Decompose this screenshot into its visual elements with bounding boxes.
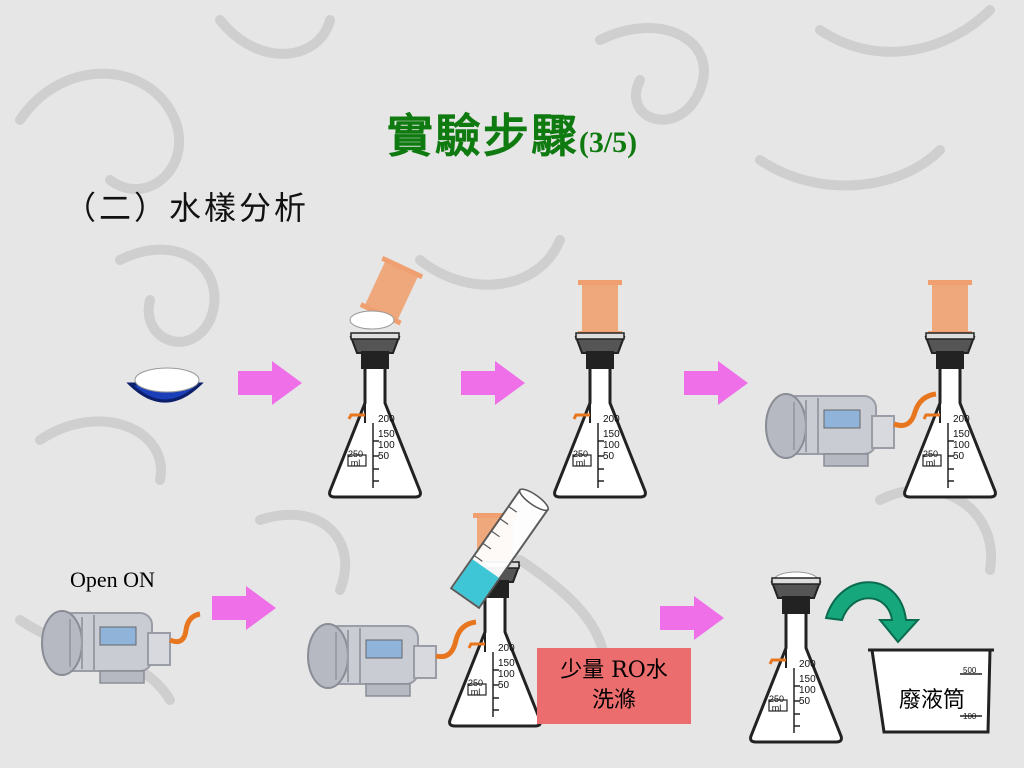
scale-mark: 150 [378,429,395,440]
page-title: 實驗步驟(3/5) [0,100,1024,166]
scale-mark: 100 [378,440,395,451]
rinse-note-line2: 洗滌 [591,688,636,713]
flask-scale: 200 150 100 50 [378,414,395,462]
scale-mark: 100 [603,440,620,451]
arrow-right-icon [684,361,748,405]
waste-beaker [868,648,994,734]
flask-volume-unit: ml [771,703,782,713]
section-subtitle: （二）水樣分析 [64,189,310,227]
scale-mark: 100 [799,685,816,696]
curved-arrow-icon [824,581,921,644]
waste-label: 廢液筒 [898,688,965,713]
flask-volume-value: 250 [348,449,364,459]
scale-mark: 50 [799,696,811,707]
flask-scale: 200 150 100 50 [603,414,620,462]
flask-volume-value: 250 [923,449,939,459]
scale-mark: 150 [799,674,816,685]
scale-mark: 200 [953,414,970,425]
graduated-cylinder [449,488,550,610]
flask-scale: 200 150 100 50 [953,414,970,462]
flask-volume: 250 ml [348,450,363,468]
flask-scale: 200 150 100 50 [498,643,515,691]
cylinder-scale-mark: 500 [963,666,977,675]
vacuum-tube [169,611,201,645]
filter-flask [328,255,424,499]
title-main: 實驗步驟 [386,109,579,163]
arrow-right-icon [238,361,302,405]
scale-mark: 100 [498,669,515,680]
flask-volume-value: 250 [769,694,785,704]
scale-mark: 150 [953,429,970,440]
flask-volume: 250 ml [573,450,588,468]
arrow-right-icon [660,596,724,640]
flask-volume-value: 250 [468,678,484,688]
cylinder-scale-mark: 100 [963,712,977,721]
rinse-note: 少量 RO水 洗滌 [537,648,691,724]
scale-mark: 200 [603,414,620,425]
vacuum-pump [41,610,171,684]
vacuum-tube [435,619,477,660]
flask-volume-unit: ml [925,458,936,468]
title-page-number: (3/5) [578,126,638,159]
flask-volume-unit: ml [575,458,586,468]
flask-volume-unit: ml [350,458,361,468]
vacuum-pump [307,623,437,697]
scale-mark: 150 [603,429,620,440]
scale-mark: 100 [953,440,970,451]
flask-volume: 250 ml [923,450,938,468]
flask-volume: 250 ml [468,679,483,697]
scale-mark: 200 [799,659,816,670]
open-on-label: Open ON [70,567,155,592]
vacuum-pump [765,393,895,467]
flask-volume-unit: ml [470,687,481,697]
filter-flask [553,280,647,499]
rinse-note-line1: 少量 RO水 [560,658,668,683]
arrow-right-icon [461,361,525,405]
filter-flask [903,280,997,499]
scale-mark: 200 [378,414,395,425]
flask-volume: 250 ml [769,695,784,713]
vacuum-tube [893,391,937,428]
flask-volume-value: 250 [573,449,589,459]
scale-mark: 50 [378,451,390,462]
filter-flask [749,571,843,744]
scale-mark: 50 [498,680,510,691]
scale-mark: 50 [953,451,965,462]
sample-dish [126,367,204,403]
scale-mark: 150 [498,658,515,669]
arrow-right-icon [212,586,276,630]
scale-mark: 200 [498,643,515,654]
flask-scale: 200 150 100 50 [799,659,816,707]
scale-mark: 50 [603,451,615,462]
